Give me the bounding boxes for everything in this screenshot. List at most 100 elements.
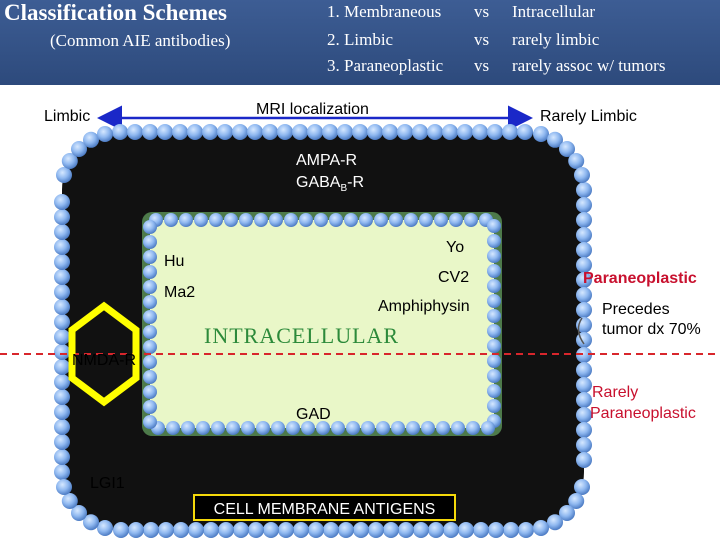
membrane-bead (286, 421, 300, 435)
membrane-bead (576, 302, 592, 318)
membrane-bead (71, 505, 87, 521)
rarely-label: Rarely (592, 384, 639, 401)
membrane-bead (421, 421, 435, 435)
membrane-bead (488, 522, 504, 538)
membrane-bead (547, 131, 563, 148)
comparison-right: rarely limbic (512, 30, 600, 49)
bracket-icon (577, 317, 585, 345)
membrane-bead (56, 479, 72, 495)
membrane-bead (576, 257, 592, 273)
membrane-bead (314, 213, 328, 227)
membrane-bead (443, 522, 459, 538)
membrane-bead (412, 124, 428, 140)
membrane-bead (262, 124, 278, 140)
membrane-bead (487, 124, 503, 140)
membrane-bead (217, 124, 233, 140)
cell-membrane-antigens-box: CELL MEMBRANE ANTIGENS (193, 494, 456, 521)
membrane-bead (487, 339, 501, 353)
membrane-bead (487, 369, 501, 383)
membrane-bead (54, 359, 70, 375)
membrane-bead (143, 385, 157, 399)
membrane-bead (481, 421, 495, 435)
membrane-bead (293, 522, 309, 538)
membrane-bead (54, 254, 70, 270)
membrane-bead (338, 522, 354, 538)
comparison-vs: vs (474, 30, 490, 49)
membrane-bead (323, 522, 339, 538)
membrane-bead (241, 421, 255, 435)
paraneoplastic-label: Paraneoplastic (583, 270, 697, 287)
membrane-bead (299, 213, 313, 227)
membrane-bead (576, 287, 592, 303)
membrane-bead (164, 213, 178, 227)
membrane-bead (576, 392, 592, 408)
slide-title: Classification Schemes (4, 0, 227, 25)
membrane-bead (576, 242, 592, 258)
ampa-label: AMPA-R (296, 152, 358, 169)
gabab-main: GABA (296, 174, 341, 191)
membrane-bead (576, 347, 592, 363)
membrane-bead (172, 124, 188, 140)
membrane-bead (576, 377, 592, 393)
rarely-paraneoplastic-label: Paraneoplastic (590, 405, 696, 422)
membrane-bead (451, 421, 465, 435)
membrane-bead (576, 452, 592, 468)
membrane-bead (559, 505, 575, 521)
membrane-bead (413, 522, 429, 538)
membrane-bead (382, 124, 398, 140)
comparison-row: 3. Paraneoplastic vs rarely assoc w/ tum… (0, 56, 720, 78)
membrane-bead (83, 131, 99, 148)
membrane-bead (419, 213, 433, 227)
membrane-bead (487, 384, 501, 398)
gabab-label: GABAB-R (296, 174, 364, 194)
membrane-bead (143, 370, 157, 384)
membrane-bead (487, 249, 501, 263)
membrane-bead (568, 493, 585, 509)
membrane-bead (71, 141, 87, 157)
membrane-bead (203, 522, 219, 538)
membrane-bead (143, 220, 157, 234)
membrane-bead (61, 493, 78, 509)
membrane-bead (269, 213, 283, 227)
membrane-bead (576, 197, 592, 213)
membrane-bead (442, 124, 458, 140)
membrane-bead (576, 332, 592, 348)
comparison-row: 2. Limbic vs rarely limbic (0, 30, 720, 52)
membrane-bead (337, 124, 353, 140)
membrane-bead (316, 421, 330, 435)
membrane-bead (263, 522, 279, 538)
membrane-bead (576, 437, 592, 453)
amphiphysin-label: Amphiphysin (378, 298, 470, 315)
membrane-bead (353, 522, 369, 538)
membrane-bead (143, 235, 157, 249)
membrane-bead (277, 124, 293, 140)
membrane-bead (97, 520, 113, 536)
gabab-suffix: -R (347, 174, 365, 191)
membrane-bead (568, 153, 585, 169)
membrane-bead (367, 124, 383, 140)
membrane-bead (143, 522, 159, 538)
comparison-vs: vs (474, 2, 490, 21)
membrane-bead (254, 213, 268, 227)
membrane-bead (143, 400, 157, 414)
membrane-bead (209, 213, 223, 227)
membrane-bead (54, 239, 70, 255)
membrane-bead (142, 124, 158, 140)
membrane-bead (194, 213, 208, 227)
membrane-bead (329, 213, 343, 227)
membrane-bead (574, 167, 590, 183)
membrane-bead (406, 421, 420, 435)
membrane-bead (173, 522, 189, 538)
membrane-bead (307, 124, 323, 140)
membrane-bead (487, 294, 501, 308)
membrane-bead (248, 522, 264, 538)
membrane-bead (233, 522, 249, 538)
membrane-bead (143, 415, 157, 429)
membrane-bead (576, 212, 592, 228)
comparison-left: 1. Membraneous (327, 2, 442, 21)
membrane-bead (232, 124, 248, 140)
membrane-bead (143, 355, 157, 369)
membrane-bead (397, 124, 413, 140)
intracellular-label: INTRACELLULAR (204, 323, 400, 348)
membrane-bead (466, 421, 480, 435)
